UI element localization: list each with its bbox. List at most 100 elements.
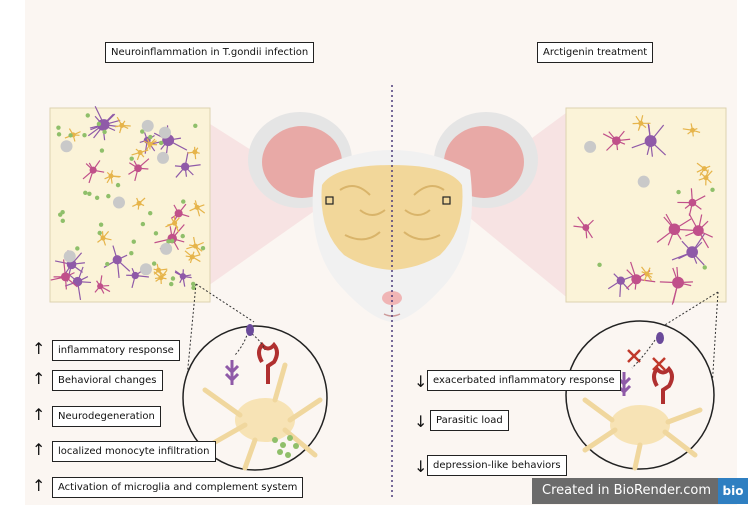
parasite-dot <box>151 261 157 266</box>
parasite-dot <box>181 199 186 204</box>
parasite-dot <box>191 285 196 291</box>
astrocyte-icon <box>131 148 149 161</box>
neuron-icon <box>659 266 693 305</box>
parasite-dot <box>60 218 65 224</box>
parasite-dot <box>702 265 707 270</box>
right-panel-title: Arctigenin treatment <box>537 42 654 63</box>
astrocyte-icon <box>114 116 131 134</box>
left-panel-effect-label: Behavioral changes <box>52 370 163 391</box>
left-tissue-panel <box>49 106 211 303</box>
astrocyte-icon <box>153 263 168 279</box>
immune-cell-icon <box>158 126 171 139</box>
right-zoom-circle <box>565 320 715 471</box>
parasite-dot <box>153 231 159 236</box>
parasite-dot <box>96 121 102 127</box>
neuron-icon <box>50 259 78 290</box>
astrocyte-icon <box>132 197 146 210</box>
parasite-dot <box>180 233 185 239</box>
arrow-up-icon: ↑ <box>32 440 46 459</box>
parasite-dot <box>597 262 602 268</box>
left-zoom-circle <box>182 324 328 471</box>
parasite-dot <box>83 190 88 195</box>
immune-cell-icon <box>141 119 154 132</box>
right-neuron-body <box>610 405 670 445</box>
left-cell-cluster <box>50 106 206 301</box>
brain <box>321 165 463 270</box>
right-panel-effect-label: Parasitic load <box>430 410 509 431</box>
right-zoom-cone <box>448 110 570 300</box>
parasite-dot <box>676 189 681 195</box>
parasite-dot <box>169 281 174 287</box>
parasite-dot <box>56 125 61 130</box>
arrow-down-icon: ↓ <box>414 412 428 431</box>
parasite-dot <box>158 140 164 146</box>
right-ligand <box>656 332 664 344</box>
arrow-up-icon: ↑ <box>32 476 46 495</box>
astrocyte-icon <box>682 123 701 137</box>
parasite-dot <box>94 195 100 200</box>
right-neuron-dendrites <box>582 397 703 471</box>
parasite-dot <box>191 281 196 287</box>
right-signal-lines <box>631 339 656 369</box>
neuron-icon <box>103 245 131 278</box>
left-panel-effect-label: localized monocyte infiltration <box>52 441 216 462</box>
parasite-dot <box>97 230 102 236</box>
neuron-icon <box>94 275 111 294</box>
biorender-logo: bio <box>718 478 748 504</box>
astrocyte-icon <box>143 138 158 150</box>
neuron-icon <box>174 151 201 178</box>
right-block-cross-1 <box>627 349 641 363</box>
neuron-icon <box>677 188 706 216</box>
parasite-dot <box>166 239 171 244</box>
parasite-dot <box>170 276 176 281</box>
left-zoom-cone <box>188 110 330 300</box>
left-receptor-red <box>257 341 279 384</box>
immune-cell-icon <box>112 196 125 209</box>
parasite-dot <box>82 132 87 138</box>
astrocyte-icon <box>104 170 121 184</box>
parasite-dot <box>56 132 62 137</box>
astrocyte-icon <box>184 250 201 264</box>
left-panel-effect-label: Activation of microglia and complement s… <box>52 477 304 498</box>
parasite-dot <box>131 239 136 244</box>
left-ligand <box>246 324 254 336</box>
right-zoom-line-1 <box>659 291 719 329</box>
parasite-dot <box>58 212 63 217</box>
parasite-dot <box>115 182 121 188</box>
parasite-dot <box>129 156 134 161</box>
right-zoom-outline <box>565 320 715 470</box>
parasite-dot <box>68 133 73 138</box>
parasite-dot <box>140 221 146 227</box>
neuron-icon <box>82 160 105 184</box>
left-receptor-purple <box>224 360 240 385</box>
arrow-up-icon: ↑ <box>32 339 46 358</box>
left-panel-title: Neuroinflammation in T.gondii infection <box>105 42 315 63</box>
right-sample-marker <box>442 196 451 205</box>
neuron-icon <box>126 267 149 289</box>
arrow-up-icon: ↑ <box>32 405 46 424</box>
left-parasite-dots <box>272 435 299 458</box>
immune-cell-icon <box>637 175 650 188</box>
immune-cell-icon <box>139 263 152 276</box>
parasite-dot <box>98 222 104 227</box>
right-receptor-red <box>652 365 674 404</box>
left-neuron-body <box>235 398 295 442</box>
parasite-dot <box>148 134 153 140</box>
parasite-dot <box>170 238 175 244</box>
biorender-watermark: Created in BioRender.com bio <box>532 478 748 504</box>
immune-cell-icon <box>60 140 73 153</box>
parasite-dot <box>148 210 153 216</box>
brain-folds <box>339 185 445 241</box>
neuron-icon <box>573 216 594 239</box>
astrocyte-icon <box>165 216 180 233</box>
parasite-dot <box>87 191 92 196</box>
neuron-icon <box>602 130 631 151</box>
neuron-icon <box>678 213 713 249</box>
astrocyte-icon <box>696 162 711 176</box>
astrocyte-icon <box>153 269 168 285</box>
right-panel-effect-label: exacerbated inflammatory response <box>427 370 621 391</box>
immune-cell-icon <box>160 242 173 255</box>
parasite-dot <box>200 246 206 251</box>
